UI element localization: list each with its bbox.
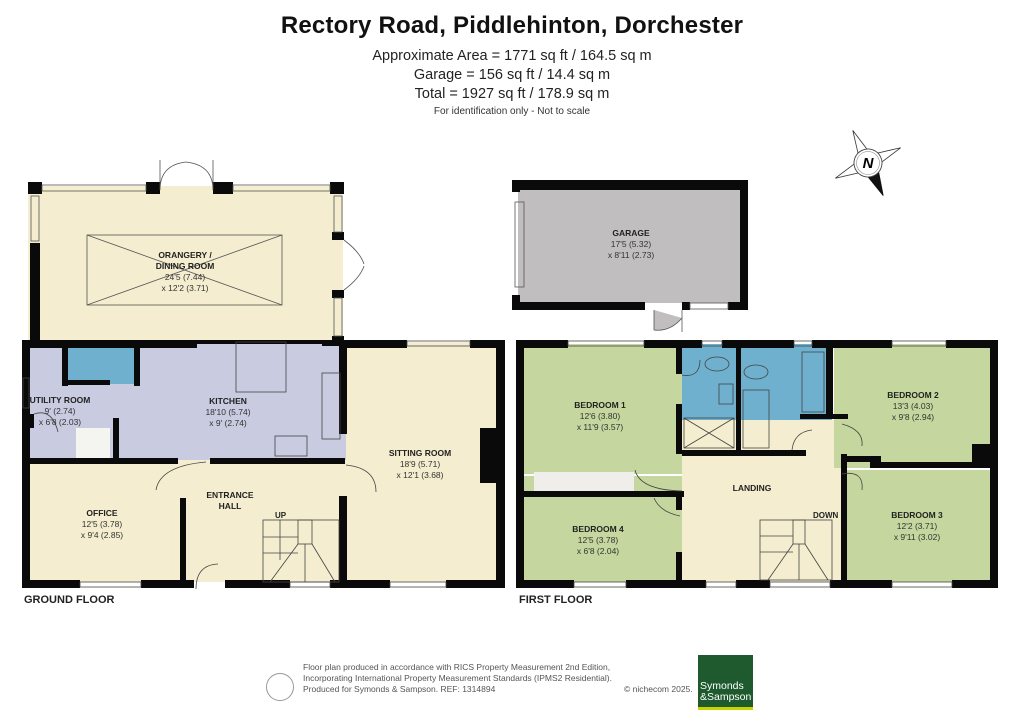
sitting-room-floor [346,342,504,582]
ground-floor-plan [22,160,505,590]
garage-area: Garage = 156 sq ft / 14.4 sq m [413,67,611,83]
north-compass-icon [835,130,901,196]
wc-floor [66,348,136,384]
stairs-up-label: UP [275,511,287,520]
room-label-bedroom-3: BEDROOM 3 12'2 (3.71)x 9'11 (3.02) [891,510,943,542]
total-area: Total = 1927 sq ft / 178.9 sq m [414,86,610,102]
room-label-bedroom-2: BEDROOM 2 13'3 (4.03)x 9'8 (2.94) [887,390,939,422]
office-hall-floor [28,460,346,582]
room-label-sitting-room: SITTING ROOM 18'9 (5.71)x 12'1 (3.68) [388,448,452,480]
page-title: Rectory Road, Piddlehinton, Dorchester [280,12,744,39]
ground-floor-label: GROUND FLOOR [24,594,115,606]
compass-n-label: N [863,155,875,172]
garage-plan [512,180,748,332]
first-floor-plan [516,340,998,588]
room-label-kitchen: KITCHEN 18'10 (5.74)x 9' (2.74) [205,396,251,428]
footer-note: Floor plan produced in accordance with R… [303,662,612,694]
room-label-orangery: ORANGERY / DINING ROOM 24'5 (7.44)x 12'2… [155,250,215,293]
stairs-down-label: DOWN [813,511,839,520]
disclaimer: For identification only - Not to scale [433,106,591,117]
first-floor-label: FIRST FLOOR [519,594,593,606]
copyright: © nichecom 2025. [624,684,693,694]
person-icon [266,673,294,701]
room-label-garage: GARAGE 17'5 (5.32)x 8'11 (2.73) [607,228,655,260]
room-label-entrance-hall: ENTRANCE HALL [206,490,254,511]
orangery-floor [28,186,343,344]
room-label-landing: LANDING [732,483,772,493]
room-label-bedroom-1: BEDROOM 1 12'6 (3.80)x 11'9 (3.57) [574,400,626,432]
room-label-bedroom-4: BEDROOM 4 12'5 (3.78)x 6'8 (2.04) [572,524,624,556]
brand-logo: Symonds &Sampson [698,655,753,710]
room-label-utility: UTILITY ROOM 9' (2.74)x 6'8 (2.03) [29,395,91,427]
approximate-area: Approximate Area = 1771 sq ft / 164.5 sq… [372,48,652,64]
room-label-office: OFFICE 12'5 (3.78)x 9'4 (2.85) [80,508,124,540]
